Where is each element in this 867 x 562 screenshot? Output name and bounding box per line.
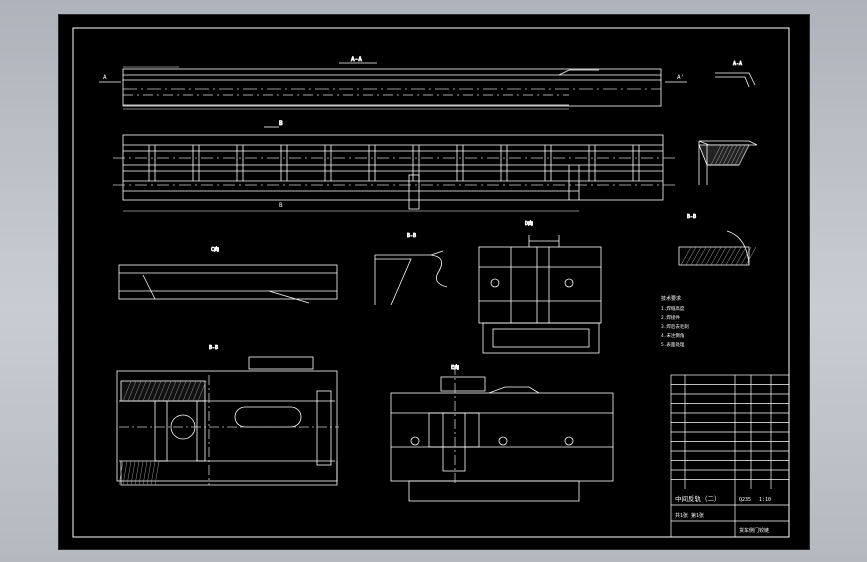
section-bb-main-title: B-B [209, 345, 218, 351]
view-d: D向 [478, 220, 602, 354]
section-bb-right: B-B [678, 214, 750, 266]
hatch-line [122, 380, 132, 402]
view-d-title: D向 [525, 220, 533, 227]
hatch-line [122, 460, 128, 486]
hatch-line [142, 380, 152, 402]
view-c-title: C向 [211, 246, 219, 253]
hatch-line [137, 380, 147, 402]
profile-detail: B-B [374, 233, 448, 306]
hatch-line [182, 380, 192, 402]
hatch-line [735, 246, 747, 266]
section-aa-small-title: A-A [733, 61, 742, 67]
company-label: 货车侧门铰链 [739, 527, 769, 534]
drawing-title: 中间反轨（二） [675, 494, 721, 503]
hatch-line [710, 144, 722, 166]
hatch-line [690, 246, 702, 266]
hatch-line [745, 246, 757, 266]
hatch-line [685, 246, 697, 266]
hatch-line [172, 380, 182, 402]
hatch-line [157, 380, 167, 402]
hatch-line [715, 246, 727, 266]
note-1: 1.焊缝高度 [661, 305, 685, 312]
title-block [670, 374, 790, 538]
technical-notes: 技术要求 1.焊缝高度 2.焊接件 3.焊后去毛刺 4.未注倒角 5.表面处理 [661, 295, 689, 348]
hatch-line [197, 380, 207, 402]
hatch-line [142, 460, 148, 486]
section-bb-small-title: B-B [407, 233, 416, 239]
hatch-line [738, 144, 750, 166]
label-b-bottom: B [279, 202, 283, 209]
hatch-line [730, 144, 742, 166]
material-label: Q235 [739, 497, 751, 503]
hatch-line [722, 144, 734, 166]
hatch-line [146, 460, 152, 486]
section-aa-detail: A-A [715, 61, 756, 88]
hatch-line [132, 380, 142, 402]
hatch-line [162, 380, 172, 402]
hatch-line [127, 380, 137, 402]
note-3: 3.焊后去毛刺 [661, 323, 689, 330]
hatch-line [167, 380, 177, 402]
hatch-line [118, 460, 124, 486]
hatch-line [177, 380, 187, 402]
section-aa-view: A-A [99, 56, 687, 110]
hatch-line [714, 144, 726, 166]
plan-view-ribs [148, 145, 640, 181]
hatch-line [134, 460, 140, 486]
section-bb-title: B-B [687, 214, 696, 220]
note-4: 4.未注倒角 [661, 332, 684, 339]
hatch-line [187, 380, 197, 402]
hatch-line [720, 246, 732, 266]
bb-hatch [710, 144, 750, 166]
view-c: C向 [118, 246, 338, 304]
plan-view: B [113, 120, 679, 212]
label-b-top: B [279, 120, 283, 127]
hatch-line [740, 246, 752, 266]
hatch-line [130, 460, 136, 486]
hatch-line [700, 246, 712, 266]
sheet-label: 共1张 第1张 [675, 512, 704, 519]
bb-main-hatch [118, 380, 207, 486]
label-a-left: A [103, 74, 107, 81]
hatch-line [152, 380, 162, 402]
view-e: E向 [390, 364, 614, 502]
hatch-line [710, 246, 722, 266]
hatch-line [734, 144, 746, 166]
hatch-line [680, 246, 692, 266]
hatch-line [718, 144, 730, 166]
notes-header: 技术要求 [661, 295, 681, 302]
section-aa-title: A-A [351, 56, 362, 63]
hatch-line [730, 246, 742, 266]
note-5: 5.表面处理 [661, 341, 685, 348]
label-a-right: A' [677, 74, 684, 81]
hatch-line [154, 460, 160, 486]
hatch-line [705, 246, 717, 266]
inner-border [72, 27, 790, 538]
drawing-sheet: A-A A A' A-A B B [58, 14, 810, 550]
hatch-line [695, 246, 707, 266]
bb-right-hatch [680, 246, 757, 266]
scale-label: 1:10 [759, 497, 771, 503]
note-2: 2.焊接件 [661, 314, 680, 321]
hatch-line [192, 380, 202, 402]
hatch-line [726, 144, 738, 166]
hatch-line [147, 380, 157, 402]
hatch-line [150, 460, 156, 486]
hatch-line [138, 460, 144, 486]
hatch-line [725, 246, 737, 266]
hatch-line [126, 460, 132, 486]
cad-drawing: A-A A A' A-A B B [72, 27, 790, 538]
